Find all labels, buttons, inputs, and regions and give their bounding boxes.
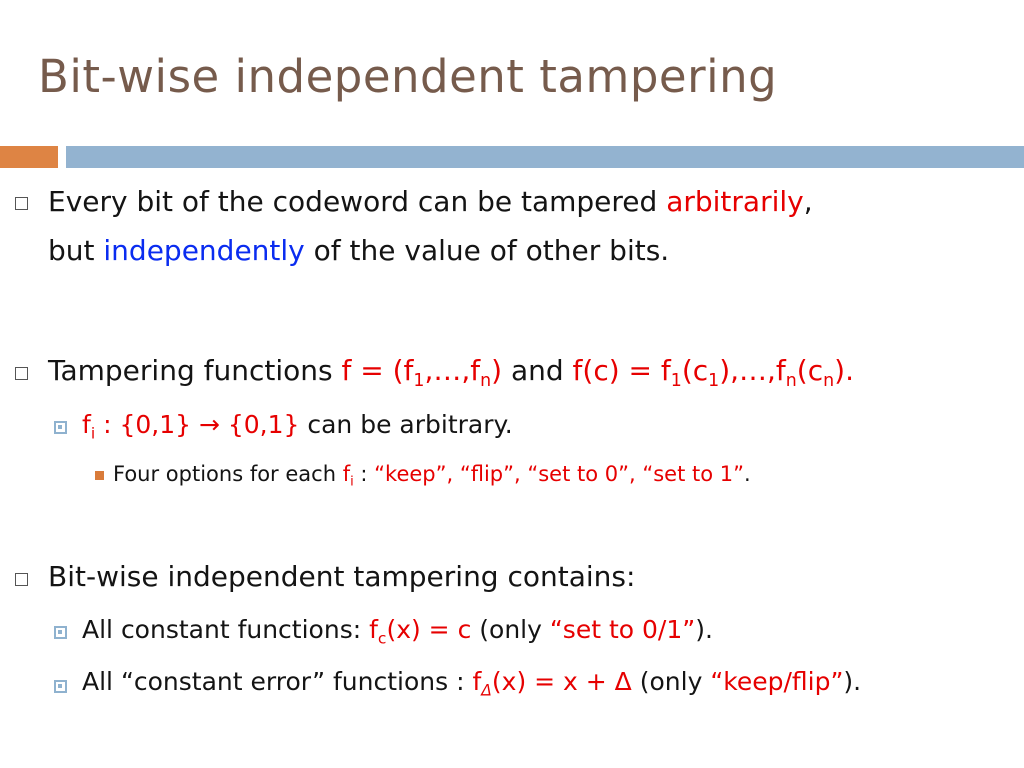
subscript: 1 — [413, 371, 425, 392]
bullet-2-1-text: can be arbitrary. — [299, 410, 513, 439]
slide-title: Bit-wise independent tampering — [38, 50, 778, 103]
bullet-3-2-text: All “constant error” functions : — [82, 667, 473, 696]
paren-close: ). — [843, 667, 862, 696]
title-accent-bar-blue — [66, 146, 1024, 168]
period: . — [744, 462, 751, 486]
bullet-box-icon — [15, 367, 28, 380]
bullet-2-1-line: fi : {0,1} → {0,1} can be arbitrary. — [82, 410, 513, 443]
subscript: n — [480, 371, 492, 392]
subscript: Δ — [481, 681, 492, 700]
bullet-3-1-line: All constant functions: fc(x) = c (only … — [82, 615, 713, 648]
bullet-box-icon — [15, 573, 28, 586]
formula-fc: fc(x) = c — [369, 615, 472, 648]
bullet-box-icon — [15, 197, 28, 210]
subscript: n — [785, 371, 797, 392]
comma: , — [803, 185, 813, 218]
bullet-1-line-1: Every bit of the codeword can be tampere… — [48, 185, 813, 218]
bullet-1-line-2: but independently of the value of other … — [48, 234, 669, 267]
subscript: n — [823, 371, 835, 392]
conjunction: and — [502, 354, 573, 387]
paren-close: ). — [695, 615, 713, 644]
formula-part: f(c) = f — [572, 354, 671, 387]
paren-text: (only — [471, 615, 550, 644]
formula-part: (c — [796, 354, 824, 387]
formula-part: (x) = x + Δ — [491, 667, 632, 696]
bullet-3-text: Bit-wise independent tampering contains: — [48, 560, 636, 593]
formula-part: ) — [491, 354, 503, 387]
formula-part: (c — [681, 354, 709, 387]
sub-bullet-box-icon — [54, 680, 67, 693]
subscript: c — [377, 629, 387, 648]
formula-part: f = (f — [341, 354, 414, 387]
bullet-3-line: Bit-wise independent tampering contains: — [48, 560, 635, 593]
paren-text: (only — [631, 667, 711, 696]
bullet-3-1-text: All constant functions: — [82, 615, 370, 644]
formula-fi: fi — [342, 462, 354, 489]
highlight-independently: independently — [103, 234, 305, 267]
formula-part: : {0,1} → {0,1} — [95, 410, 300, 439]
bullet-1-text-3: of the value of other bits. — [304, 234, 670, 267]
bullet-2-1-1-text: Four options for each — [113, 462, 343, 486]
formula-part: f — [369, 615, 378, 644]
option-list: “keep”, “flip”, “set to 0”, “set to 1” — [374, 462, 744, 486]
bullet-2-1-1-line: Four options for each fi : “keep”, “flip… — [113, 462, 751, 489]
formula-part: ),…,f — [719, 354, 786, 387]
formula-part: f — [472, 667, 482, 696]
subscript: i — [90, 424, 96, 443]
formula-f-tuple: f = (f1,…,fn) — [341, 354, 503, 390]
formula-part: f — [82, 410, 91, 439]
square-bullet-icon — [95, 471, 104, 480]
bullet-1-text: Every bit of the codeword can be tampere… — [48, 185, 667, 218]
formula-part: ). — [834, 354, 854, 387]
quoted-option: “set to 0/1” — [549, 615, 696, 644]
quoted-option: “keep/flip” — [710, 667, 844, 696]
formula-f-of-c: f(c) = f1(c1),…,fn(cn). — [572, 354, 854, 390]
subscript: 1 — [670, 371, 682, 392]
bullet-3-2-line: All “constant error” functions : fΔ(x) =… — [82, 667, 862, 700]
formula-part: ,…,f — [424, 354, 481, 387]
bullet-2-text: Tampering functions — [48, 354, 342, 387]
formula-part: (x) = c — [386, 615, 472, 644]
formula-fdelta: fΔ(x) = x + Δ — [472, 667, 632, 700]
highlight-arbitrarily: arbitrarily — [666, 185, 804, 218]
sub-bullet-box-icon — [54, 626, 67, 639]
colon: : — [353, 462, 375, 486]
formula-part: f — [342, 462, 351, 486]
subscript: i — [350, 474, 354, 490]
subscript: 1 — [708, 371, 720, 392]
formula-fi-map: fi : {0,1} → {0,1} — [82, 410, 300, 443]
bullet-1-text-2: but — [48, 234, 104, 267]
bullet-2-line: Tampering functions f = (f1,…,fn) and f(… — [48, 354, 854, 390]
sub-bullet-box-icon — [54, 421, 67, 434]
title-accent-bar-orange — [0, 146, 58, 168]
